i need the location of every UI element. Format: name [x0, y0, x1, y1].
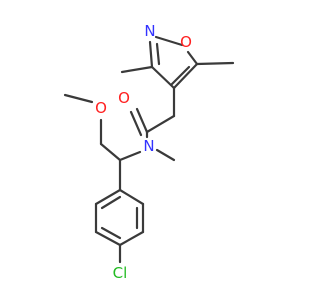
bond-ph-6-1-inner [100, 195, 122, 210]
bonds [63, 35, 235, 264]
bond-c-o-double-b [129, 110, 143, 137]
bond-o-ch3 [63, 93, 94, 104]
bond-c5-c4-inner [170, 65, 191, 86]
bond-c4-c3 [150, 65, 176, 90]
bond-n-o-ring [154, 35, 184, 47]
atom-cl: Cl [113, 264, 128, 282]
bond-c3-n-inner [155, 42, 161, 66]
bond-n-methyl [155, 148, 176, 162]
atom-n-isoxazole: N [144, 22, 155, 40]
atom-n-amide: N [143, 137, 154, 155]
bond-ph-1-2 [118, 188, 145, 206]
bond-c3-n [148, 40, 154, 69]
bond-ch-ch2 [99, 142, 122, 162]
atom-o-isoxazole: O [180, 33, 192, 51]
bond-ph-4-5-inner [100, 226, 122, 240]
bond-c5-methyl [195, 61, 235, 66]
bond-ph-6-1 [94, 188, 122, 206]
bond-ch2-carbonyl [145, 114, 176, 134]
bond-ph-4-5 [94, 230, 122, 247]
bond-ph-3-4 [118, 230, 145, 247]
bond-o-c5 [186, 50, 199, 66]
bond-c3-methyl [120, 65, 154, 74]
atom-o-methoxy: O [95, 99, 107, 117]
bond-c-o-double-a [135, 107, 149, 134]
bond-n-ch [118, 150, 142, 162]
bond-c5-c4 [172, 62, 199, 90]
atom-o-carbonyl: O [118, 89, 130, 107]
atom-labels: N O O N O Cl [95, 22, 192, 282]
molecule-structure: N O O N O Cl [63, 22, 235, 282]
